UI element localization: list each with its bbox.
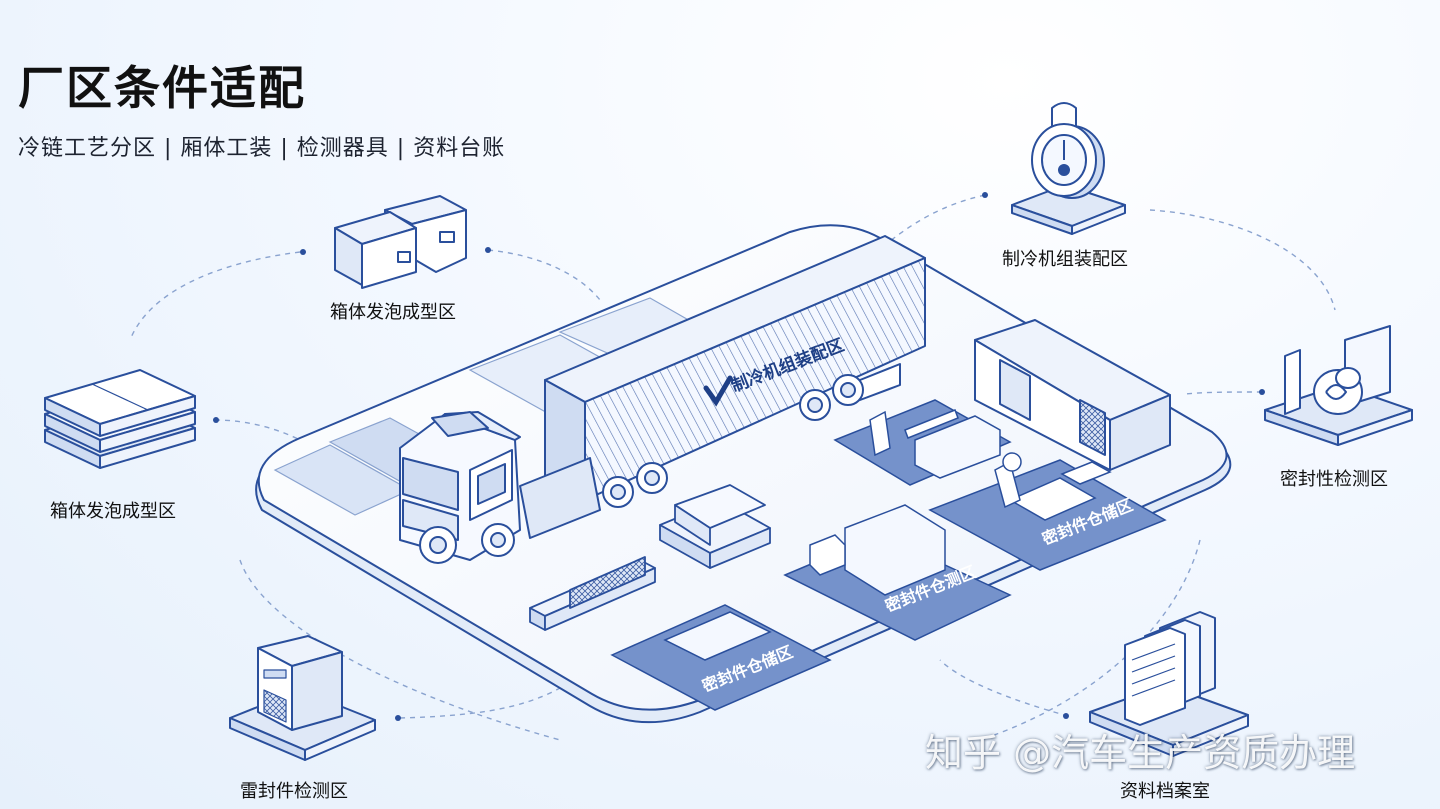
documents-icon	[1089, 611, 1249, 757]
label-top-left: 箱体发泡成型区	[330, 302, 456, 323]
seal-test-icon	[1264, 325, 1413, 446]
label-top-right: 制冷机组装配区	[1002, 249, 1128, 270]
building-right	[974, 319, 1171, 471]
cabinet-icon	[229, 635, 376, 761]
label-bottom-right: 资料档案室	[1120, 781, 1210, 802]
watermark: 知乎 @汽车生产资质办理	[925, 731, 1356, 775]
crate-stack	[659, 484, 771, 569]
label-bottom-left: 雷封件检测区	[240, 781, 348, 802]
label-right: 密封性检测区	[1280, 469, 1388, 490]
truck-cab	[399, 411, 601, 564]
gauge-icon	[1011, 102, 1126, 235]
zone-middle-floor	[783, 504, 1012, 641]
label-left: 箱体发泡成型区	[50, 501, 176, 522]
zone-assembly-floor	[833, 399, 1012, 486]
zone-front-floor	[610, 604, 832, 711]
page-subtitle: 冷链工艺分区 | 厢体工装 | 检测器具 | 资料台账	[18, 136, 506, 161]
page-title: 厂区条件适配	[18, 61, 306, 115]
stacked-panels-icon	[44, 369, 196, 469]
truck-sign-logo	[703, 375, 733, 407]
zone-right-floor	[928, 452, 1167, 571]
dashed-connectors	[129, 194, 1336, 741]
truck-trailer	[544, 235, 926, 508]
boxes-icon	[334, 195, 467, 289]
workbench	[529, 556, 656, 631]
